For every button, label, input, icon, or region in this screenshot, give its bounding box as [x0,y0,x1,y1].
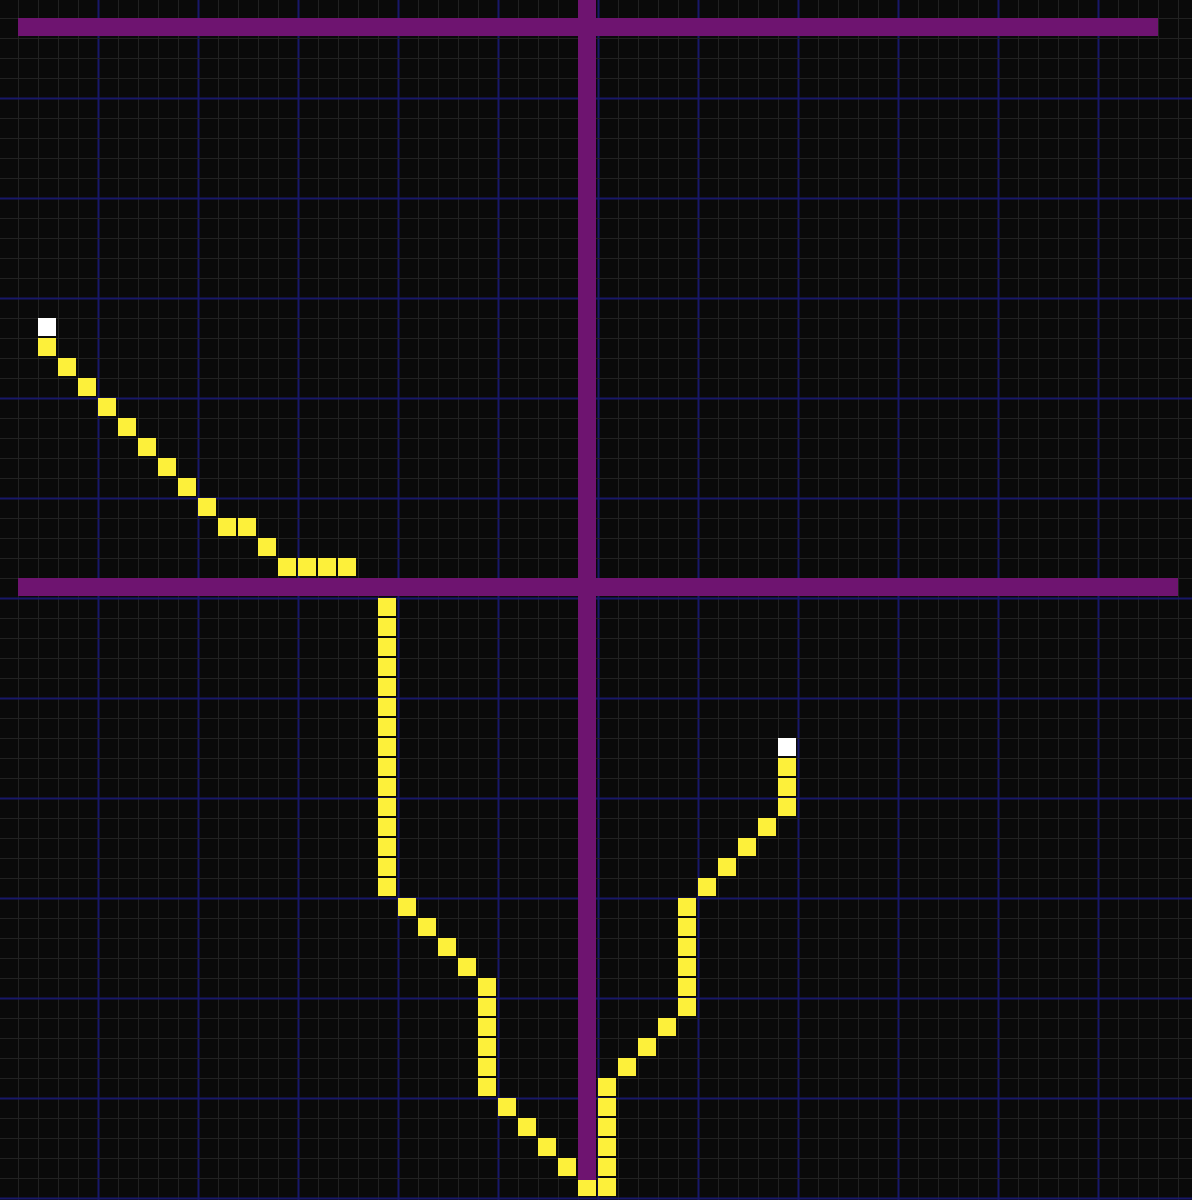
path-cell [758,818,776,836]
path-cell [298,558,316,576]
path-cell [38,338,56,356]
path-cell [678,938,696,956]
path-cell [118,418,136,436]
wall-segment-vertical [578,0,596,1180]
path-cell [258,538,276,556]
path-cell [718,858,736,876]
path-cell [478,998,496,1016]
path-cell [518,1118,536,1136]
wall-segment-horizontal [18,578,1178,596]
endpoint-marker [38,318,56,336]
path-cell [678,898,696,916]
walls [18,0,1178,1180]
path-cell [598,1118,616,1136]
path-cell [458,958,476,976]
path-cell [98,398,116,416]
path-cell [378,878,396,896]
path-cell [698,878,716,896]
path-cell [378,838,396,856]
path-cell [158,458,176,476]
path-cell [558,1158,576,1176]
path-cell [438,938,456,956]
path-cell [378,758,396,776]
path-cell [778,798,796,816]
path-cell [178,478,196,496]
path-cell [538,1138,556,1156]
path-cell [598,1138,616,1156]
path-cell [598,1098,616,1116]
path-cell [598,1178,616,1196]
path-cell [378,618,396,636]
path-cell [498,1098,516,1116]
endpoint-marker [778,738,796,756]
path-cell [678,918,696,936]
path-cell [78,378,96,396]
path-cell [678,978,696,996]
path-cell [478,978,496,996]
path-cell [598,1158,616,1176]
path-cell [378,678,396,696]
path-cell [478,1038,496,1056]
path-cell [398,898,416,916]
path-cell [278,558,296,576]
path-cell [138,438,156,456]
path-cell [378,638,396,656]
path-cell [378,858,396,876]
path-cell [218,518,236,536]
path-cell [658,1018,676,1036]
path-trail [38,338,796,1196]
path-cell [378,698,396,716]
path-cell [198,498,216,516]
path-cell [478,1018,496,1036]
path-cell [678,958,696,976]
path-cell [378,738,396,756]
path-cell [678,998,696,1016]
path-cell [338,558,356,576]
path-cell [378,718,396,736]
path-cell [598,1078,616,1096]
path-cell [478,1078,496,1096]
path-cell [378,658,396,676]
path-cell [238,518,256,536]
path-cell [638,1038,656,1056]
path-cell [618,1058,636,1076]
path-cell [418,918,436,936]
endpoints [38,318,796,756]
path-cell [378,778,396,796]
path-cell [58,358,76,376]
path-cell [378,798,396,816]
path-cell [478,1058,496,1076]
path-cell [378,598,396,616]
path-cell [778,778,796,796]
path-cell [738,838,756,856]
path-cell [778,758,796,776]
path-cell [378,818,396,836]
path-cell [578,1178,596,1196]
path-cell [318,558,336,576]
